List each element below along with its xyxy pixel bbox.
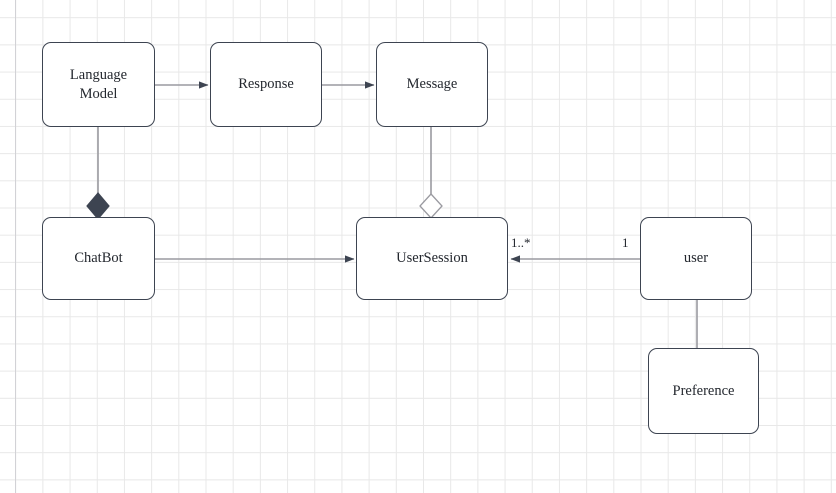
node-label: Response <box>238 76 294 93</box>
node-user[interactable]: user <box>640 217 752 300</box>
node-usersession[interactable]: UserSession <box>356 217 508 300</box>
node-label: Language Model <box>69 67 128 102</box>
node-label: Preference <box>672 382 735 399</box>
node-label: UserSession <box>396 250 468 267</box>
node-chatbot[interactable]: ChatBot <box>42 217 155 300</box>
node-preference[interactable]: Preference <box>648 348 759 434</box>
node-message[interactable]: Message <box>376 42 488 127</box>
composition-diamond-icon <box>86 192 110 220</box>
node-label: ChatBot <box>74 250 123 267</box>
multiplicity-label-user: 1 <box>622 235 629 250</box>
edge-usersession-to-message <box>419 127 443 219</box>
multiplicity-label-usersession: 1..* <box>511 235 531 250</box>
node-label: user <box>683 250 709 267</box>
edge-chatbot-to-language-model <box>86 127 110 220</box>
aggregation-diamond-icon <box>419 193 443 219</box>
node-response[interactable]: Response <box>210 42 322 127</box>
page-margin-guide <box>15 0 16 493</box>
node-language-model[interactable]: Language Model <box>42 42 155 127</box>
node-label: Message <box>406 76 458 93</box>
